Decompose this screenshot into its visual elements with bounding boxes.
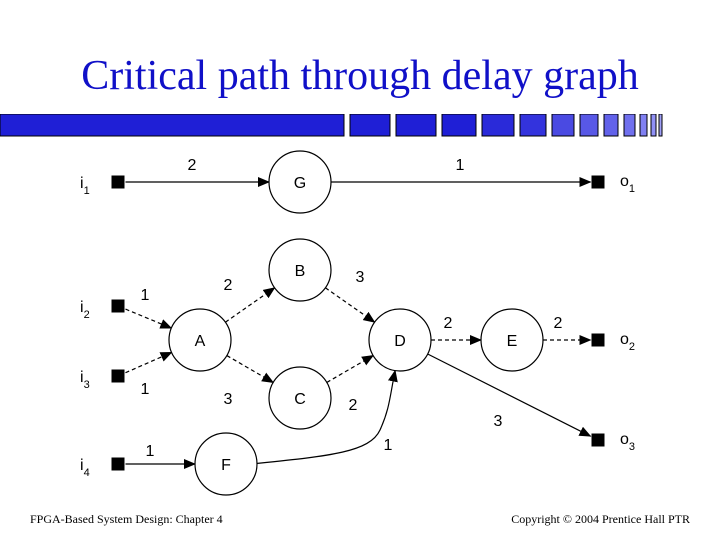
node-A bbox=[168, 308, 232, 372]
terminal-i4 bbox=[111, 457, 125, 471]
terminal-i2 bbox=[111, 299, 125, 313]
edge-weight-B-D: 3 bbox=[356, 269, 365, 286]
edge-weight-A-C: 3 bbox=[224, 391, 233, 408]
terminal-i3 bbox=[111, 369, 125, 383]
edge-weight-D-o3: 3 bbox=[494, 413, 503, 430]
edge-weight-E-o2: 2 bbox=[554, 315, 563, 332]
node-label-G: G bbox=[294, 175, 306, 192]
edge-weight-D-E: 2 bbox=[444, 315, 453, 332]
terminal-label-i3: i3 bbox=[80, 369, 90, 391]
footer-left: FPGA-Based System Design: Chapter 4 bbox=[30, 512, 223, 526]
edge-weight-i2-A: 1 bbox=[141, 287, 150, 304]
edge-i2-A bbox=[125, 308, 173, 329]
node-C bbox=[268, 366, 332, 430]
title-underline-bar bbox=[0, 114, 663, 137]
edge-weight-i3-A: 1 bbox=[141, 381, 150, 398]
node-label-C: C bbox=[294, 391, 306, 408]
node-label-B: B bbox=[295, 263, 306, 280]
edge-A-C bbox=[226, 355, 275, 383]
node-F bbox=[194, 432, 258, 496]
edge-weight-G-o1: 1 bbox=[456, 157, 465, 174]
edge-weight-A-B: 2 bbox=[224, 277, 233, 294]
terminal-label-i4: i4 bbox=[80, 457, 90, 479]
edge-D-o3 bbox=[427, 353, 592, 437]
edge-C-D bbox=[326, 355, 375, 383]
terminal-o3 bbox=[591, 433, 605, 447]
edge-F-D bbox=[256, 369, 398, 465]
node-G bbox=[268, 150, 332, 214]
terminal-o1 bbox=[591, 175, 605, 189]
terminal-label-o1: o1 bbox=[620, 173, 635, 195]
node-B bbox=[268, 238, 332, 302]
labels-layer: 2 1 1 1 2 3 3 2 1 1 2 2 3 i1 i2 i3 i4 o1 o2 o3 bbox=[80, 157, 635, 479]
node-E bbox=[480, 308, 544, 372]
node-label-A: A bbox=[195, 333, 206, 350]
terminal-o2 bbox=[591, 333, 605, 347]
terminal-label-o2: o2 bbox=[620, 331, 635, 353]
node-label-E: E bbox=[507, 333, 518, 350]
edge-weight-i4-F: 1 bbox=[146, 443, 155, 460]
edge-i3-A bbox=[125, 351, 173, 374]
nodes-layer: G B A C D E F bbox=[111, 150, 605, 496]
edge-weight-i1-G: 2 bbox=[188, 157, 197, 174]
node-label-F: F bbox=[221, 457, 231, 474]
edge-weight-C-D: 2 bbox=[349, 397, 358, 414]
node-D bbox=[368, 308, 432, 372]
footer-right: Copyright © 2004 Prentice Hall PTR bbox=[511, 512, 690, 526]
terminal-label-o3: o3 bbox=[620, 431, 635, 453]
page-title: Critical path through delay graph bbox=[81, 53, 639, 99]
node-label-D: D bbox=[394, 333, 406, 350]
terminal-label-i2: i2 bbox=[80, 299, 90, 321]
edge-B-D bbox=[325, 287, 376, 323]
edge-A-B bbox=[225, 287, 276, 323]
terminal-label-i1: i1 bbox=[80, 175, 90, 197]
terminal-i1 bbox=[111, 175, 125, 189]
edges-layer bbox=[125, 177, 592, 469]
edge-weight-F-D: 1 bbox=[384, 437, 393, 454]
